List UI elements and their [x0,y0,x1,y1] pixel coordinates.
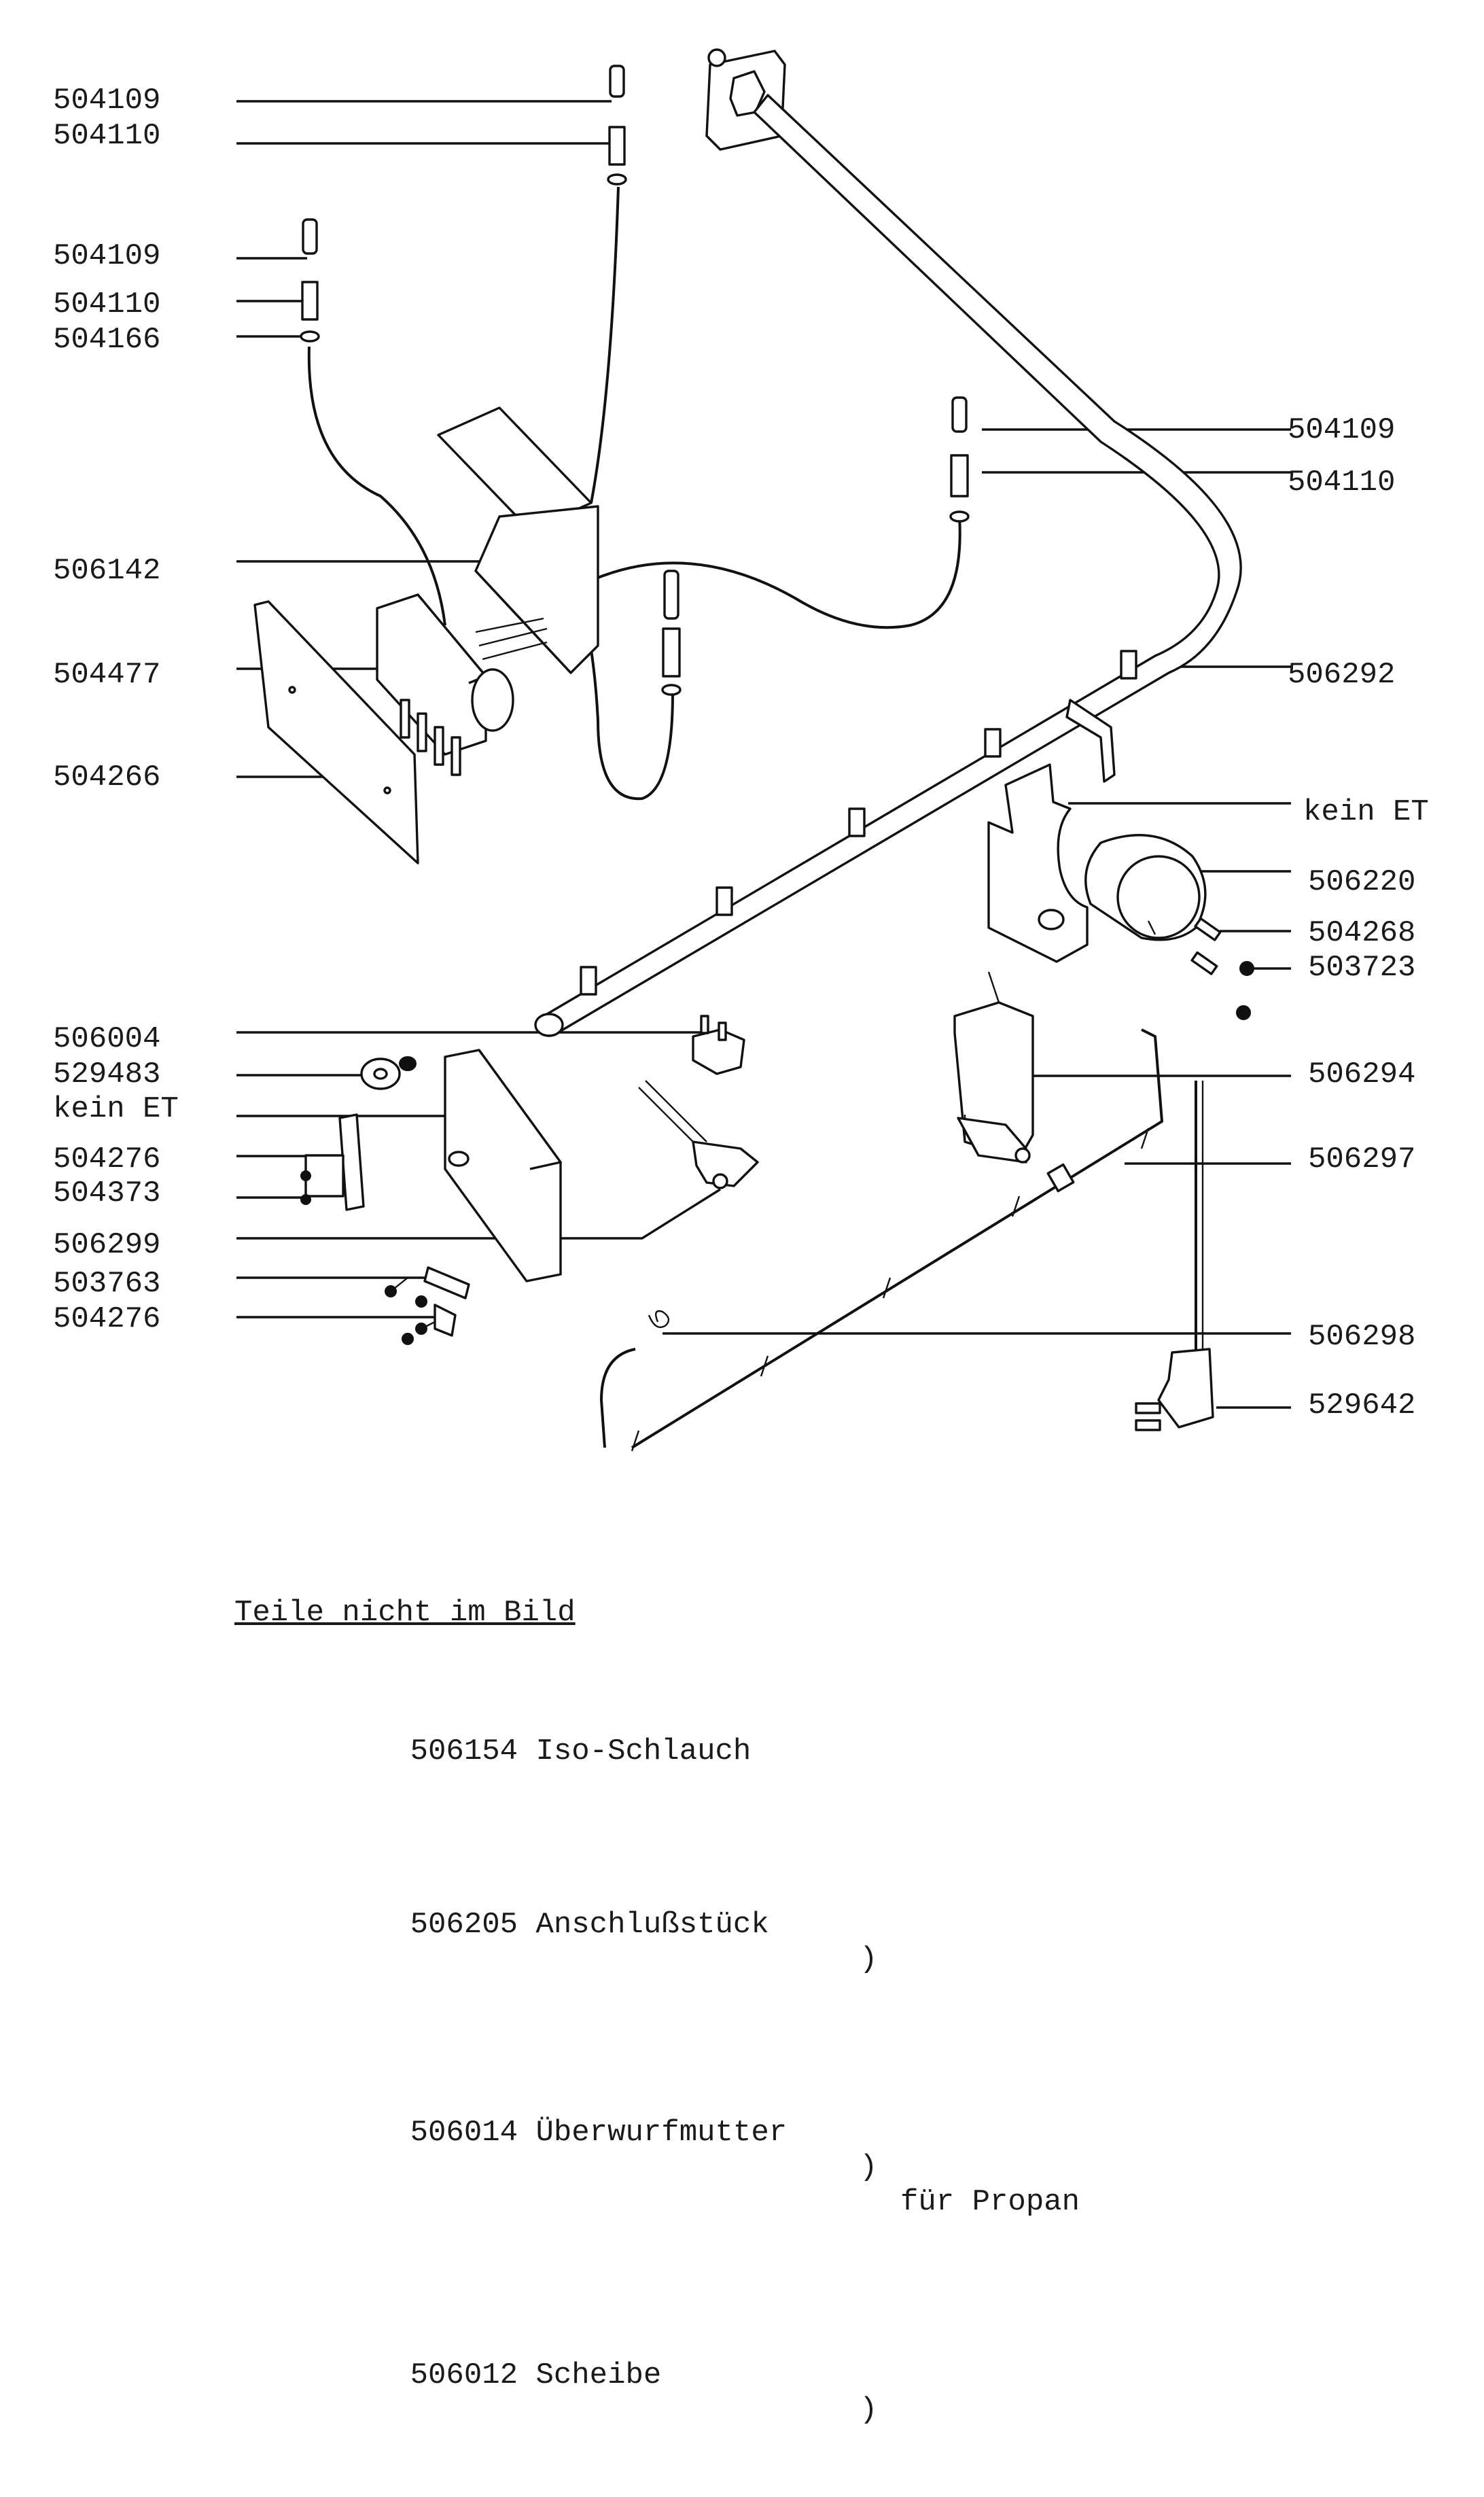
knob-529483 [360,1056,417,1090]
label-506220: 506220 [1308,865,1415,899]
connector-left [300,218,320,343]
note-row-2: 506205 Anschlußstück ) [338,1873,878,2012]
label-506298: 506298 [1308,1320,1415,1354]
heating-wire-506297 [599,1028,1164,1452]
terminal-block-504477 [376,593,548,776]
note-part-name: Anschlußstück [535,1908,769,1942]
note-row-4: 506012 Scheibe ) [338,2324,878,2462]
label-529483: 529483 [53,1058,160,1092]
label-529642: 529642 [1308,1389,1415,1422]
leader-lines [236,100,1291,1409]
right-labels: 504109 504110 506292 kein ET 506220 5042… [1288,413,1429,1422]
parts-not-shown-section: Teile nicht im Bild 506154 Iso-Schlauch … [234,1526,1080,2497]
note-part-number: 506014 [410,2116,518,2150]
note-part-number: 506012 [410,2358,518,2392]
power-cable-529642 [1135,1081,1214,1431]
label-506142: 506142 [53,554,160,588]
label-506004: 506004 [53,1022,160,1056]
label-506292: 506292 [1288,658,1395,692]
label-506297: 506297 [1308,1142,1415,1176]
note-propan-label: für Propan [900,2185,1080,2219]
label-504477: 504477 [53,658,160,692]
label-504109-top: 504109 [53,84,160,118]
label-504268: 504268 [1308,916,1415,950]
connector-506004 [692,1015,745,1075]
note-part-name: Überwurfmutter [535,2116,788,2150]
housing-box-kein-et [444,1049,562,1282]
label-504110-right: 504110 [1288,466,1395,500]
burner-nozzles [580,650,1137,996]
label-506299: 506299 [53,1228,160,1262]
label-504110-top: 504110 [53,119,160,153]
connector-middle [661,570,682,696]
label-kein-et-right: kein ET [1303,795,1429,829]
label-504373: 504373 [53,1176,160,1210]
switch-504276-504373 [300,1113,365,1211]
igniter-506299 [638,1080,759,1189]
note-bracket: ) [860,2150,878,2184]
label-503723: 503723 [1308,951,1415,985]
gas-pipe-assembly [534,48,1242,1037]
note-part-number: 506205 [410,1908,518,1942]
note-bracket: ) [860,1942,878,1976]
exploded-parts-diagram: 504109 504110 504109 504110 504166 50614… [53,48,1429,1452]
label-504266: 504266 [53,761,160,794]
pins-504268-503723 [1190,917,1254,1020]
thermocouple-wires [307,186,961,801]
label-504109-right: 504109 [1288,413,1395,447]
burner-cup-506220 [1084,834,1207,941]
label-kein-et-left: kein ET [53,1092,179,1126]
screws-and-clips [385,1266,470,1345]
label-504110-second: 504110 [53,287,160,321]
left-labels: 504109 504110 504109 504110 504166 50614… [53,84,179,1336]
note-row-1: 506154 Iso-Schlauch [338,1700,787,1804]
cover-bracket-506142 [437,406,599,674]
spring-506298 [648,1310,670,1329]
mounting-plate-504266 [253,600,419,865]
note-part-name: Iso-Schlauch [535,1734,752,1768]
label-504276-a: 504276 [53,1142,160,1176]
label-504109-second: 504109 [53,239,160,273]
label-503763: 503763 [53,1267,160,1301]
bracket-506294 [953,971,1034,1164]
label-506294: 506294 [1308,1058,1415,1092]
note-bracket: ) [860,2393,878,2427]
label-504166: 504166 [53,323,160,357]
mounting-bracket-kein-et [987,763,1089,963]
note-part-number: 506154 [410,1734,518,1768]
note-row-3: 506014 Überwurfmutter ) für Propan [338,2081,1080,2254]
note-part-name: Scheibe [535,2358,662,2392]
connector-right [949,396,970,523]
connector-top [607,65,627,186]
parts-not-shown-title: Teile nicht im Bild [234,1596,576,1630]
label-504276-b: 504276 [53,1302,160,1336]
